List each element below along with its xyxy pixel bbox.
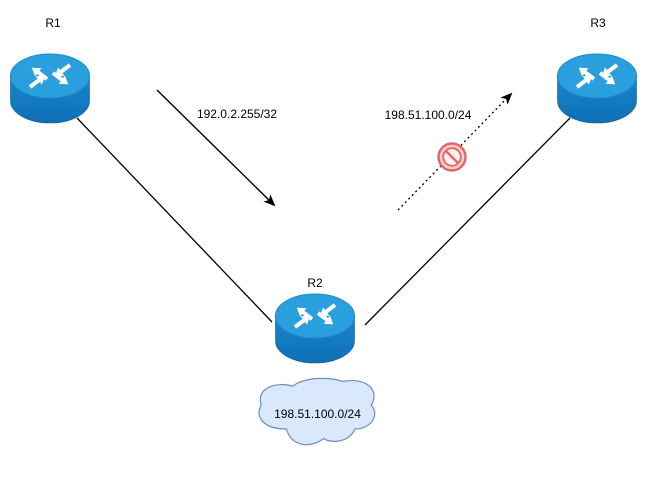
advertised-route-label: 192.0.2.255/32 — [196, 107, 278, 121]
node-label-r2: R2 — [307, 276, 323, 290]
link-r1-r2 — [76, 117, 273, 323]
router-icon-r2 — [275, 293, 355, 364]
cloud-icon — [258, 377, 376, 446]
node-label-r3: R3 — [590, 16, 606, 30]
node-label-r1: R1 — [45, 16, 61, 30]
no-entry-icon — [437, 142, 467, 172]
advertised-route-arrow — [156, 89, 276, 207]
blocked-route-label: 198.51.100.0/24 — [384, 108, 472, 122]
link-r2-r3 — [364, 117, 571, 326]
router-icon-r3 — [557, 53, 637, 124]
cloud-network-label: 198.51.100.0/24 — [274, 407, 361, 421]
router-icon-r1 — [10, 53, 90, 124]
